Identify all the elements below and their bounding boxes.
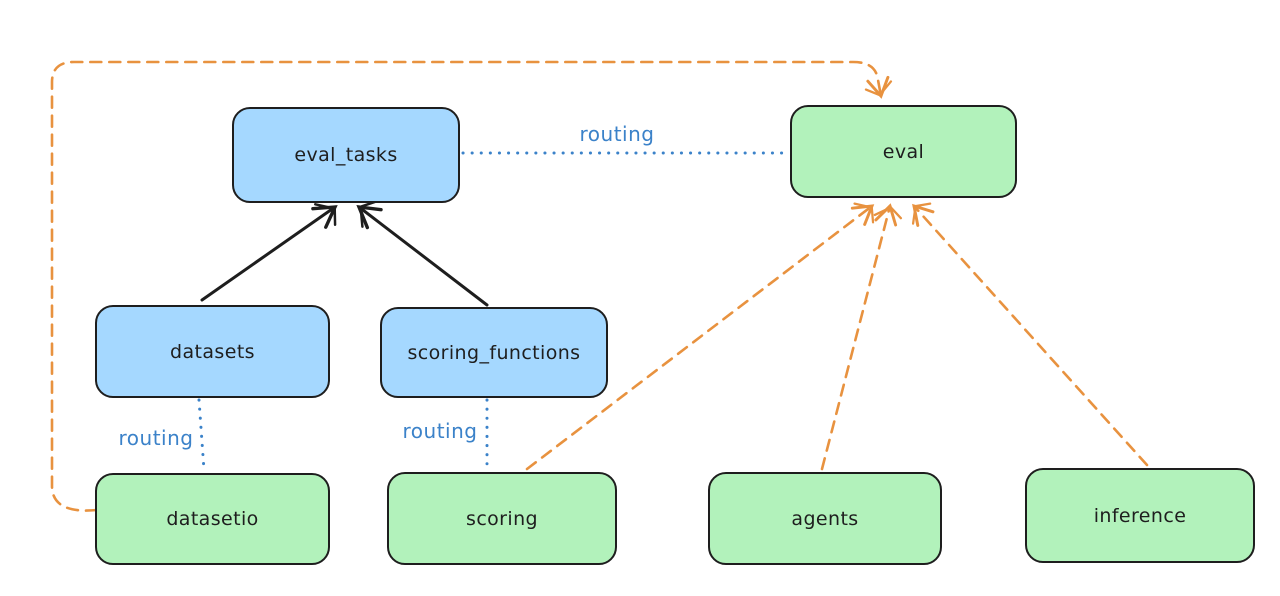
node-scoring-functions: scoring_functions	[380, 307, 608, 398]
node-eval-label: eval	[882, 140, 925, 163]
edge-datasets-to-eval-tasks	[200, 203, 338, 302]
routing-label-scoring-functions-scoring: routing	[402, 419, 478, 443]
node-eval-tasks-label: eval_tasks	[294, 144, 398, 166]
edge-agents-to-eval	[820, 203, 903, 471]
routing-label-datasets-datasetio: routing	[118, 426, 194, 450]
edge-scoring-to-eval	[525, 202, 875, 471]
node-scoring-label: scoring	[466, 507, 538, 530]
routing-label-eval-tasks-eval: routing	[579, 122, 655, 146]
node-datasetio-label: datasetio	[166, 508, 259, 530]
node-datasets-label: datasets	[170, 340, 255, 363]
node-eval-tasks: eval_tasks	[232, 107, 460, 203]
node-datasetio: datasetio	[95, 473, 330, 565]
node-agents: agents	[708, 472, 942, 565]
edge-scoring-functions-to-eval-tasks	[356, 200, 489, 307]
node-datasets: datasets	[95, 305, 330, 398]
node-inference-label: inference	[1093, 504, 1187, 527]
node-eval: eval	[790, 105, 1017, 198]
edge-datasets-to-datasetio-routing	[197, 398, 206, 472]
node-inference: inference	[1025, 468, 1255, 563]
node-scoring-functions-label: scoring_functions	[407, 341, 581, 364]
edge-datasetio-to-eval	[50, 60, 893, 512]
edge-inference-to-eval	[911, 202, 1149, 467]
node-agents-label: agents	[791, 507, 859, 530]
node-scoring: scoring	[387, 472, 617, 565]
